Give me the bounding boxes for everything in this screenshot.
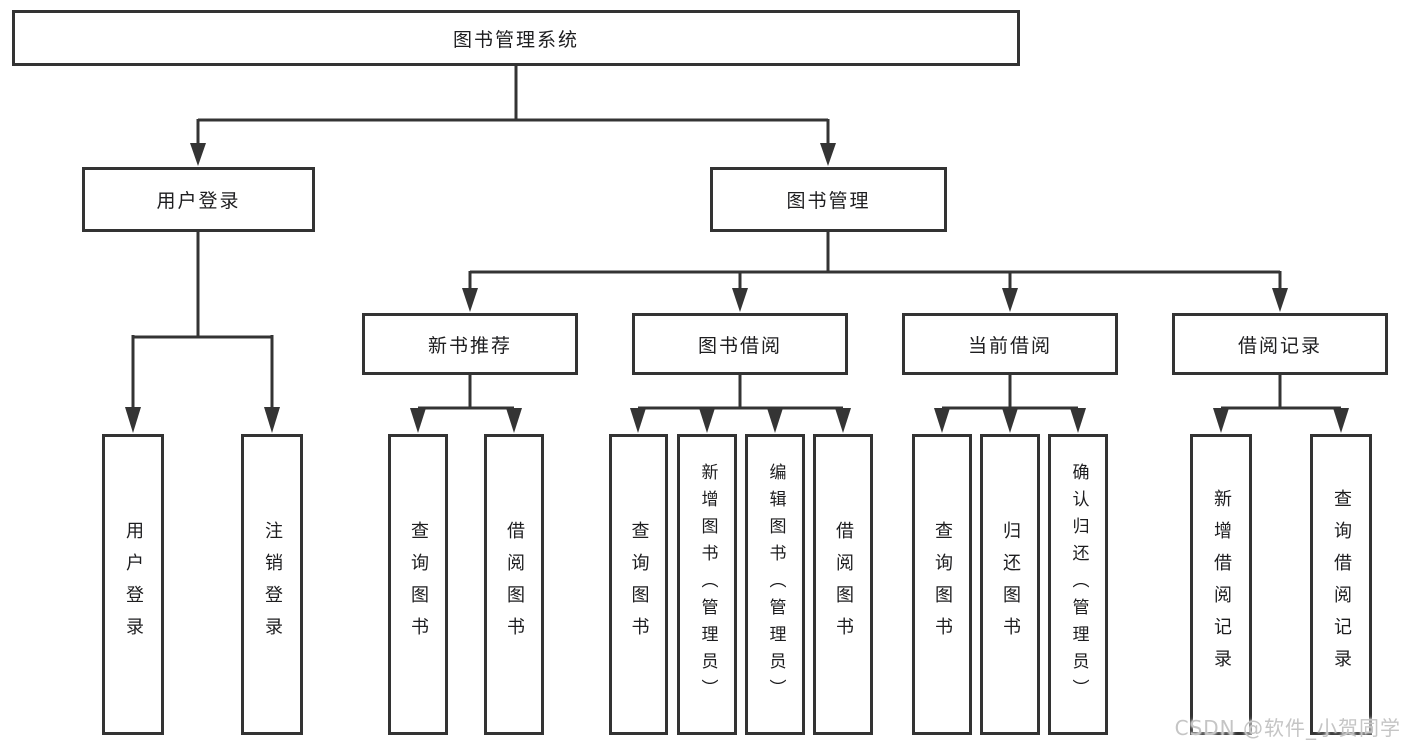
leaf-confirm-return-admin: 确认归还（管理员） [1048,434,1108,735]
node-book-management: 图书管理 [710,167,947,232]
leaf-query-books-borrowing: 查询图书 [609,434,668,735]
node-borrowing-records: 借阅记录 [1172,313,1388,375]
leaf-query-borrow-record-label: 查询借阅记录 [1331,488,1352,681]
connector-user-login-children [125,230,280,433]
connector-records-children [1213,373,1349,433]
leaf-user-login: 用户登录 [102,434,164,735]
leaf-query-books-current: 查询图书 [912,434,972,735]
leaf-return-book-label: 归还图书 [1000,520,1021,649]
leaf-user-login-label: 用户登录 [123,520,144,649]
connector-new-rec-children [410,373,522,433]
leaf-edit-book-admin-label: 编辑图书（管理员） [765,463,786,706]
node-book-borrowing: 图书借阅 [632,313,848,375]
leaf-borrow-books: 借阅图书 [813,434,873,735]
leaf-query-books-recommend-label: 查询图书 [408,520,429,649]
leaf-confirm-return-admin-label: 确认归还（管理员） [1068,463,1089,706]
leaf-add-book-admin: 新增图书（管理员） [677,434,737,735]
leaf-add-borrow-record-label: 新增借阅记录 [1211,488,1232,681]
leaf-query-books-current-label: 查询图书 [932,520,953,649]
leaf-add-book-admin-label: 新增图书（管理员） [697,463,718,706]
leaf-query-books-recommend: 查询图书 [388,434,448,735]
leaf-edit-book-admin: 编辑图书（管理员） [745,434,805,735]
leaf-add-borrow-record: 新增借阅记录 [1190,434,1252,735]
connector-root-to-level2 [190,64,836,166]
node-current-borrowing: 当前借阅 [902,313,1118,375]
watermark-text: CSDN @软件_小贺同学 [1174,716,1401,740]
leaf-logout-label: 注销登录 [262,520,283,649]
leaf-query-borrow-record: 查询借阅记录 [1310,434,1372,735]
node-library-system: 图书管理系统 [12,10,1020,66]
connector-book-mgmt-children [462,230,1288,312]
leaf-query-books-borrowing-label: 查询图书 [628,520,650,649]
leaf-borrow-books-recommend: 借阅图书 [484,434,544,735]
node-new-book-recommendation: 新书推荐 [362,313,578,375]
leaf-return-book: 归还图书 [980,434,1040,735]
leaf-borrow-books-label: 借阅图书 [833,520,854,649]
leaf-borrow-books-recommend-label: 借阅图书 [504,520,525,649]
leaf-logout: 注销登录 [241,434,303,735]
connector-book-borrow-children [630,373,851,433]
connector-cur-borrow-children [934,373,1086,433]
node-user-login: 用户登录 [82,167,315,232]
